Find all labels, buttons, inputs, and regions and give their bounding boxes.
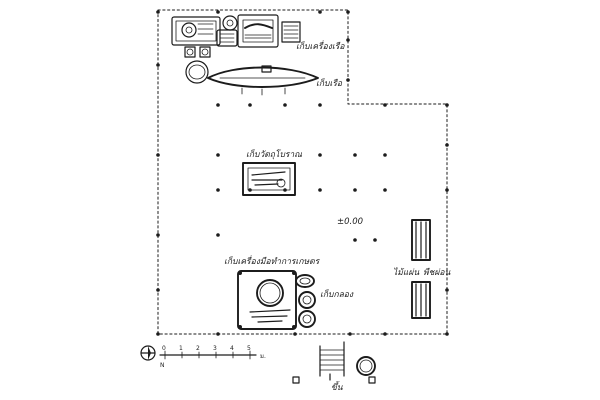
building-outline: [157, 9, 448, 335]
scale-tick-0: 0: [162, 345, 166, 352]
scale-tick-3: 3: [213, 345, 217, 352]
artifact-table: [242, 162, 296, 196]
label-boat-equipment: เก็บเครื่องเรือ: [296, 40, 345, 52]
scale-tick-4: 4: [230, 345, 234, 352]
boat-equipment-group: [171, 14, 301, 84]
label-fishing-tools: เก็บเครื่องมือทำการเกษตร: [224, 255, 321, 267]
label-plank-right: พืชผ่อน: [423, 267, 450, 278]
scale-bar: 0 1 2 3 4 5 ม.: [159, 345, 266, 360]
scale-unit: ม.: [260, 353, 266, 360]
scale-tick-5: 5: [247, 345, 251, 352]
north-arrow: N: [140, 345, 165, 369]
plank-racks: [411, 219, 431, 319]
label-stairs: ขึ้น: [331, 381, 343, 393]
label-boat-storage: เก็บเรือ: [316, 78, 343, 89]
north-label: N: [160, 362, 165, 369]
label-artifact-storage: เก็บวัตถุโบราณ: [246, 149, 302, 160]
long-boat: [207, 65, 319, 96]
scale-tick-1: 1: [179, 345, 183, 352]
drum-group: [295, 274, 316, 328]
label-plank-left: ไม้แผ่น: [393, 267, 419, 278]
label-elevation: ±0.00: [337, 217, 363, 227]
column-grid: [156, 10, 449, 336]
entry-stairs: [292, 341, 376, 384]
label-drums: เก็บกลอง: [320, 289, 354, 300]
fishing-tool-platform: [237, 270, 297, 330]
scale-tick-2: 2: [196, 345, 200, 352]
